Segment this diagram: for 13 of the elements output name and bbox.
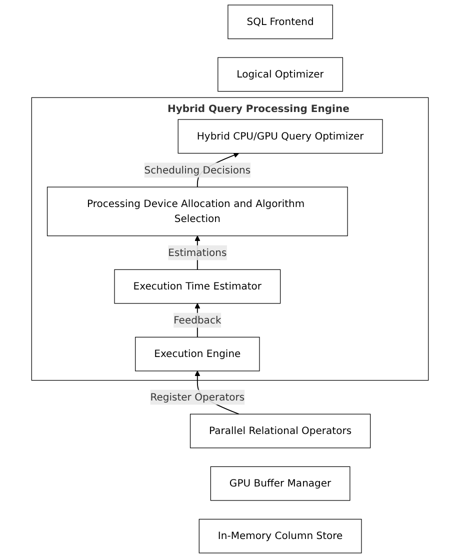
node-box: Hybrid CPU/GPU Query Optimizer <box>178 119 383 154</box>
edge-label: Feedback <box>174 314 222 326</box>
edge-label: Estimations <box>168 246 227 258</box>
node-box: In-Memory Column Store <box>198 518 362 554</box>
node-box: Execution Engine <box>135 336 260 372</box>
node-box: Logical Optimizer <box>218 57 343 92</box>
node-box: SQL Frontend <box>228 4 333 40</box>
edge-label: Scheduling Decisions <box>144 164 251 176</box>
node-box: GPU Buffer Manager <box>210 466 350 501</box>
node-box: Processing Device Allocation and Algorithm Selection <box>46 186 348 236</box>
node-box: Parallel Relational Operators <box>190 414 371 448</box>
edge-label: Register Operators <box>150 390 245 403</box>
node-box: Execution Time Estimator <box>114 269 281 304</box>
